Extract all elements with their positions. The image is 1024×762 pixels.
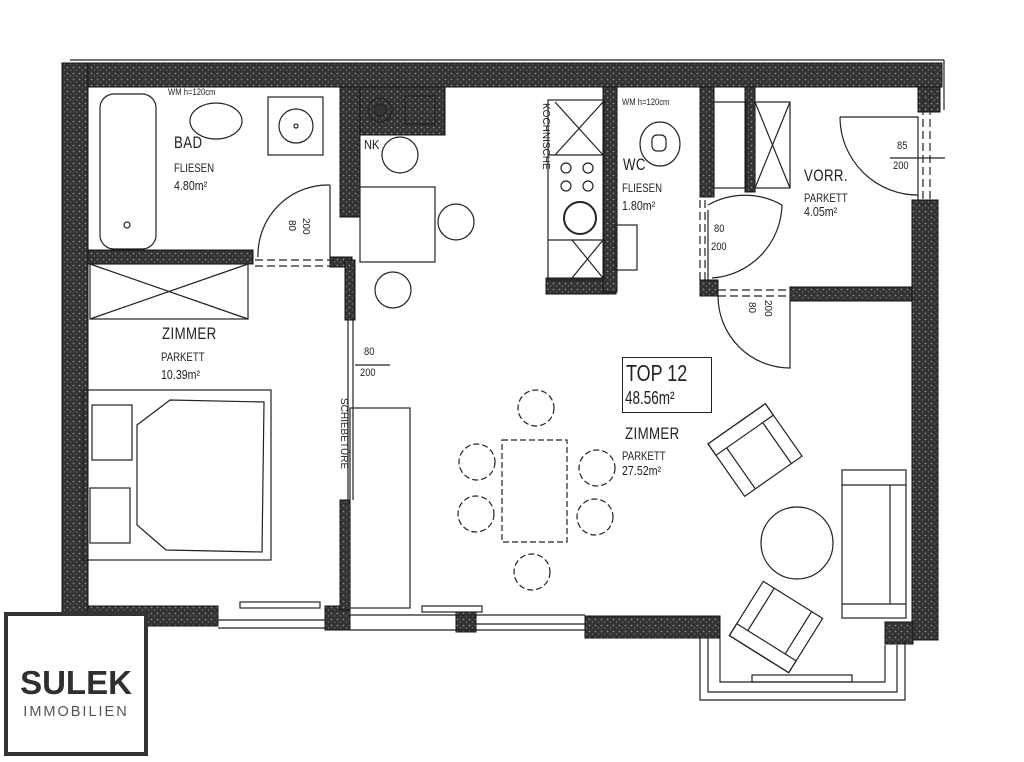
unit-area: 48.56m² <box>625 388 675 408</box>
wc-door-width: 80 <box>714 223 725 235</box>
wc-door-height: 200 <box>711 241 727 253</box>
living-door-height: 200 <box>762 300 773 317</box>
wardrobe <box>89 263 249 320</box>
room-area-wc: 1.80m² <box>622 198 656 213</box>
walls <box>61 62 943 645</box>
room-floor-wc: FLIESEN <box>622 181 663 195</box>
room-label-vorraum: VORR. <box>804 166 848 185</box>
wall-outlines <box>70 59 945 701</box>
room-area-vorraum: 4.05m² <box>804 204 838 219</box>
living-door-width: 80 <box>746 302 757 314</box>
room-label-wc: WC <box>623 155 646 174</box>
room-area-bad: 4.80m² <box>174 178 208 193</box>
toilet <box>639 121 681 167</box>
kochnische-label: KOCHNISCHE <box>540 103 551 170</box>
schiebetuere-label: SCHIEBETÜRE <box>338 398 349 470</box>
washing-machine <box>278 108 314 144</box>
room-floor-schlafzimmer: PARKETT <box>161 350 205 364</box>
room-area-wohnzimmer: 27.52m² <box>622 463 662 478</box>
logo-name: SULEK <box>20 664 132 701</box>
room-area-schlafzimmer: 10.39m² <box>161 367 201 382</box>
sofa <box>841 469 907 619</box>
bathtub <box>99 93 157 250</box>
bad-door-height: 200 <box>300 218 311 235</box>
washbasin <box>189 102 243 140</box>
room-floor-vorraum: PARKETT <box>804 191 848 205</box>
armchair-1 <box>707 402 803 498</box>
wc-sink <box>614 224 638 271</box>
coffee-table <box>760 506 834 580</box>
sulek-logo: SULEK IMMOBILIEN <box>4 612 148 756</box>
bed <box>82 389 272 561</box>
room-label-bad: BAD <box>174 133 203 152</box>
wm-label-bad: WM h=120cm <box>168 87 216 97</box>
dining-table <box>501 439 568 543</box>
kitchenette <box>547 99 605 281</box>
nk-label: NK <box>364 137 380 152</box>
room-floor-bad: FLIESEN <box>174 161 215 175</box>
sliding-door-height: 200 <box>360 367 376 379</box>
room-floor-wohnzimmer: PARKETT <box>622 449 666 463</box>
sideboard <box>349 407 411 609</box>
entrance-door-height: 200 <box>893 160 909 172</box>
unit-label-box: TOP 12 48.56m² <box>622 357 712 413</box>
kitchen-table <box>359 186 436 263</box>
room-label-schlafzimmer: ZIMMER <box>162 324 217 343</box>
logo-subtitle: IMMOBILIEN <box>23 704 129 720</box>
entrance-door-width: 85 <box>897 140 908 152</box>
wm-label-wc: WM h=120cm <box>622 97 670 107</box>
room-label-wohnzimmer: ZIMMER <box>625 424 680 443</box>
armchair-2 <box>728 580 824 674</box>
sliding-door-width: 80 <box>364 346 375 358</box>
bad-door-width: 80 <box>286 220 297 232</box>
unit-number: TOP 12 <box>626 360 688 386</box>
